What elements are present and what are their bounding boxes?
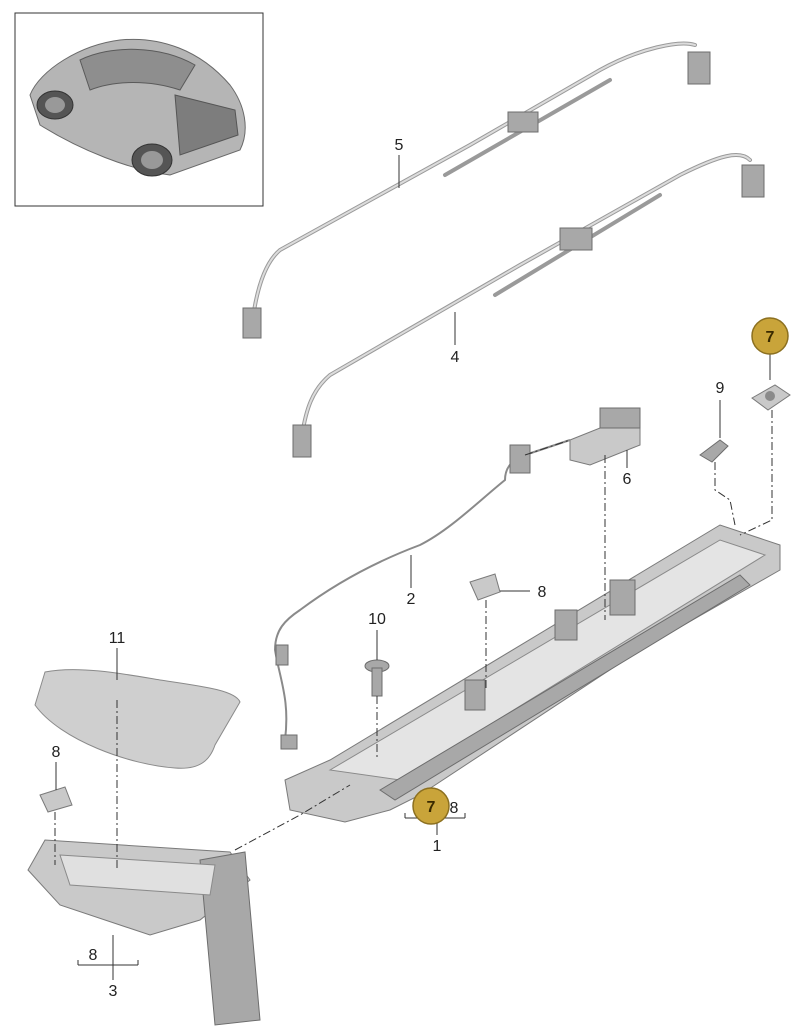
callout-10: 10	[368, 611, 386, 628]
clip-8-mid	[469, 573, 501, 601]
callout-labels: 5 4 6 9 2 8 10 11 8 8 1 8 3	[52, 137, 725, 1000]
badge-7-top-label: 7	[766, 329, 775, 346]
badge-7-top: 7	[751, 317, 789, 355]
badge-7-frame-label: 7	[427, 799, 436, 816]
nut-7-top	[751, 384, 791, 411]
cable-5	[242, 41, 711, 339]
callout-3: 3	[109, 983, 118, 1000]
callout-9: 9	[716, 380, 725, 397]
callout-5: 5	[395, 137, 404, 154]
callout-8-bracket: 8	[89, 947, 98, 964]
alignment-lines	[54, 410, 773, 870]
wiring-harness-2	[273, 439, 571, 750]
screw-10	[364, 659, 390, 697]
bracket-3	[27, 839, 261, 1026]
callout-6: 6	[623, 471, 632, 488]
clip-9	[699, 439, 729, 463]
callout-8-frame: 8	[450, 800, 459, 817]
badge-7-frame: 7	[412, 787, 450, 825]
cable-4	[292, 153, 765, 458]
callout-8-left: 8	[52, 744, 61, 761]
callout-4: 4	[451, 349, 460, 366]
clip-8-left	[39, 786, 73, 813]
actuator-6	[569, 407, 641, 466]
pad-11	[34, 669, 241, 769]
callout-2: 2	[407, 591, 416, 608]
callout-11: 11	[109, 630, 126, 647]
callout-1: 1	[433, 838, 442, 855]
vehicle-thumbnail	[14, 12, 264, 207]
callout-8-mid: 8	[538, 584, 547, 601]
frame-1	[284, 524, 781, 823]
